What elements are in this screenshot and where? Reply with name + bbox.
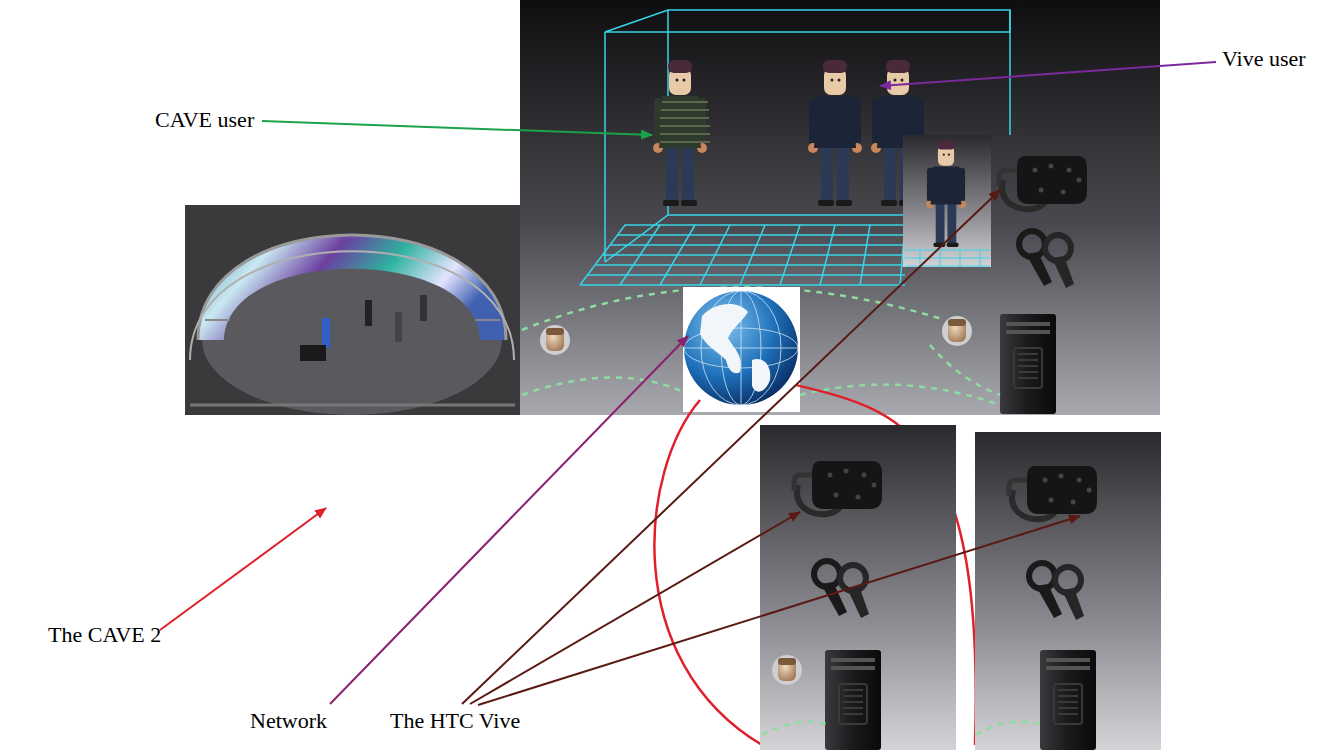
callout-label: The CAVE 2 — [48, 622, 161, 648]
dashed-links — [762, 722, 1042, 735]
station-panel — [975, 432, 1161, 750]
vive-controllers — [1019, 231, 1074, 288]
network-globe — [683, 287, 800, 412]
vive-controllers — [814, 561, 869, 618]
wireframe-room — [580, 10, 1010, 285]
sweater-stripes — [660, 102, 710, 142]
computer-tower — [825, 650, 881, 750]
computer-tower — [1000, 314, 1056, 414]
user-head — [942, 316, 972, 346]
station-panel — [760, 425, 956, 750]
callout-label: Network — [250, 708, 327, 734]
user-head — [772, 655, 802, 685]
vive-headset — [794, 461, 882, 514]
computer-tower — [1040, 650, 1096, 750]
user-head — [540, 325, 570, 355]
scene-panel — [520, 0, 1160, 415]
vive-headset — [1009, 466, 1097, 519]
callout-label: CAVE user — [155, 107, 254, 133]
leader-arrows — [160, 62, 1216, 705]
inset-avatar — [926, 140, 966, 247]
dashed-links — [522, 287, 1000, 405]
vive-headset — [999, 156, 1087, 209]
inset-grid — [905, 250, 990, 267]
cave2-photo — [185, 205, 520, 415]
inset-panel — [903, 135, 991, 267]
vive-controllers — [1029, 563, 1084, 620]
callout-label: The HTC Vive — [390, 708, 520, 734]
callout-label: Vive user — [1222, 46, 1306, 72]
vive-avatar — [808, 60, 862, 206]
